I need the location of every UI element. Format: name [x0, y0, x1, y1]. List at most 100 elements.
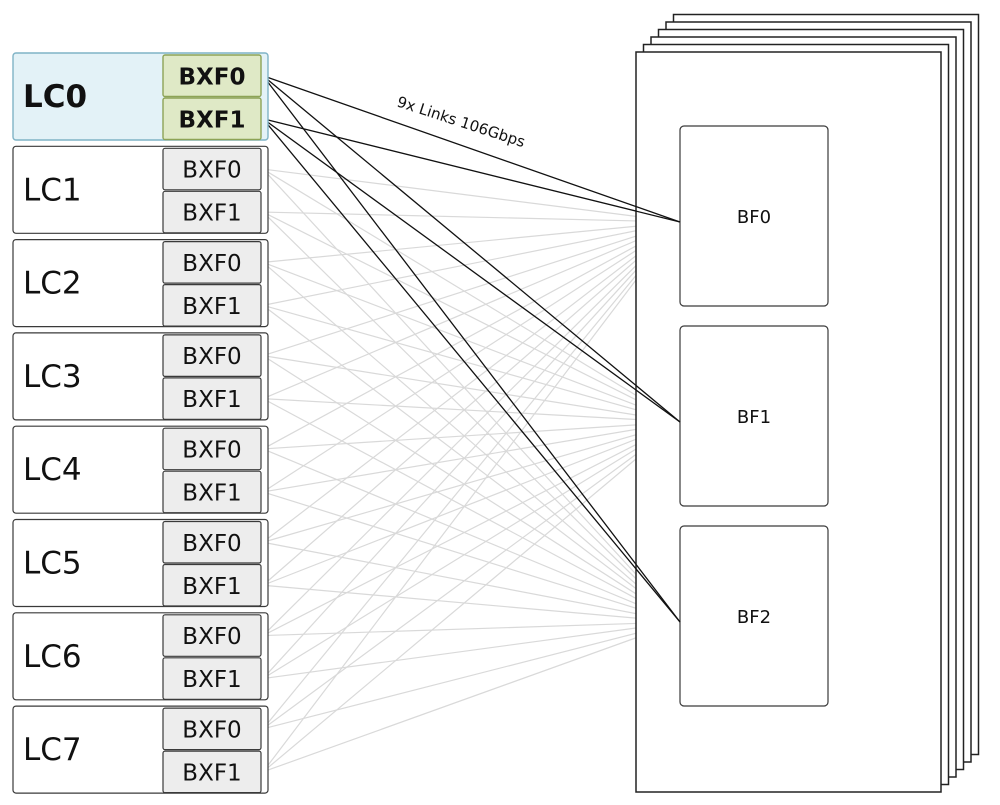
inactive-link — [262, 168, 681, 423]
fabric-chip-bf1 — [679, 325, 829, 507]
link-label: 9x Links 106Gbps — [395, 93, 528, 151]
inactive-link — [262, 421, 681, 773]
bxf-port-bxf0 — [162, 427, 262, 471]
inactive-link — [262, 584, 681, 623]
bxf-port-label: BXF0 — [182, 251, 241, 277]
inactive-link — [262, 221, 681, 773]
bxf-port-bxf1 — [162, 190, 262, 234]
bxf-port-label: BXF0 — [179, 64, 246, 90]
inactive-link — [262, 421, 681, 543]
bxf-port-bxf0 — [162, 54, 262, 98]
line-card-label: LC3 — [23, 359, 82, 395]
line-card-label: LC0 — [23, 79, 87, 115]
bxf-port-label: BXF0 — [182, 624, 241, 650]
inactive-link — [262, 421, 681, 586]
inactive-link — [262, 221, 681, 357]
inactive-link — [262, 421, 681, 730]
inactive-link — [262, 421, 681, 637]
bxf-port-bxf0 — [162, 520, 262, 564]
line-card-label: LC6 — [23, 639, 82, 675]
inactive-link — [262, 221, 681, 543]
bxf-port-label: BXF1 — [182, 294, 241, 320]
inactive-link — [262, 621, 681, 637]
bxf-port-label: BXF1 — [182, 387, 241, 413]
bxf-port-bxf0 — [162, 614, 262, 657]
line-card-label: LC4 — [23, 452, 82, 488]
inactive-link — [262, 221, 681, 400]
inactive-link — [262, 621, 681, 773]
inactive-link — [262, 304, 681, 423]
inactive-link — [262, 221, 681, 730]
inactive-link — [262, 541, 681, 623]
bxf-port-bxf0 — [162, 147, 262, 191]
bxf-port-bxf0 — [162, 241, 262, 284]
line-card-label: LC2 — [23, 266, 82, 302]
bxf-port-bxf0 — [162, 707, 262, 751]
bxf-port-bxf1 — [162, 750, 262, 794]
fabric-chip-bf0 — [679, 125, 829, 307]
bxf-port-label: BXF0 — [182, 344, 241, 370]
active-link — [262, 118, 681, 223]
inactive-link — [262, 221, 681, 586]
inactive-link — [262, 211, 681, 623]
bxf-port-label: BXF1 — [179, 107, 246, 133]
inactive-link — [262, 168, 681, 223]
bxf-port-bxf0 — [162, 334, 262, 377]
inactive-link — [262, 421, 681, 680]
bxf-port-bxf1 — [162, 657, 262, 700]
fabric-chip-label: BF1 — [737, 407, 771, 428]
line-card-column: LC0BXF0BXF1LC1BXF0BXF1LC2BXF0BXF1LC3BXF0… — [12, 52, 269, 794]
inactive-link — [262, 221, 681, 306]
inactive-link — [262, 221, 681, 450]
active-link — [262, 75, 681, 623]
inactive-link — [262, 421, 681, 493]
inactive-link — [262, 168, 681, 623]
bxf-port-label: BXF0 — [182, 531, 241, 557]
bxf-port-bxf1 — [162, 284, 262, 327]
inactive-links — [262, 168, 681, 773]
bxf-port-label: BXF1 — [182, 760, 241, 786]
bxf-port-bxf1 — [162, 377, 262, 420]
line-card-label: LC5 — [23, 546, 82, 582]
line-card-label: LC1 — [23, 172, 82, 208]
inactive-link — [262, 221, 681, 679]
bxf-port-label: BXF0 — [182, 717, 241, 743]
bxf-port-label: BXF1 — [182, 480, 241, 506]
active-link — [262, 118, 681, 423]
fabric-chip-label: BF0 — [737, 207, 771, 228]
inactive-link — [262, 261, 681, 423]
active-link — [262, 118, 681, 623]
inactive-link — [262, 221, 681, 493]
active-links — [262, 75, 681, 623]
bxf-port-bxf1 — [162, 470, 262, 514]
inactive-link — [262, 221, 681, 263]
inactive-link — [262, 211, 681, 223]
bxf-port-label: BXF1 — [182, 667, 241, 693]
inactive-link — [262, 621, 681, 680]
inactive-link — [262, 221, 681, 636]
inactive-link — [262, 448, 681, 623]
bxf-port-label: BXF1 — [182, 574, 241, 600]
inactive-link — [262, 211, 681, 423]
inactive-link — [262, 621, 681, 730]
inactive-link — [262, 398, 681, 623]
bxf-port-label: BXF0 — [182, 437, 241, 463]
inactive-link — [262, 421, 681, 450]
inactive-link — [262, 355, 681, 423]
bxf-port-bxf1 — [162, 563, 262, 607]
fabric-chip-bf2 — [679, 525, 829, 707]
line-card-label: LC7 — [23, 732, 82, 768]
inactive-link — [262, 491, 681, 623]
inactive-link — [262, 398, 681, 423]
fabric-chip-label: BF2 — [737, 607, 771, 628]
active-link — [262, 75, 681, 223]
